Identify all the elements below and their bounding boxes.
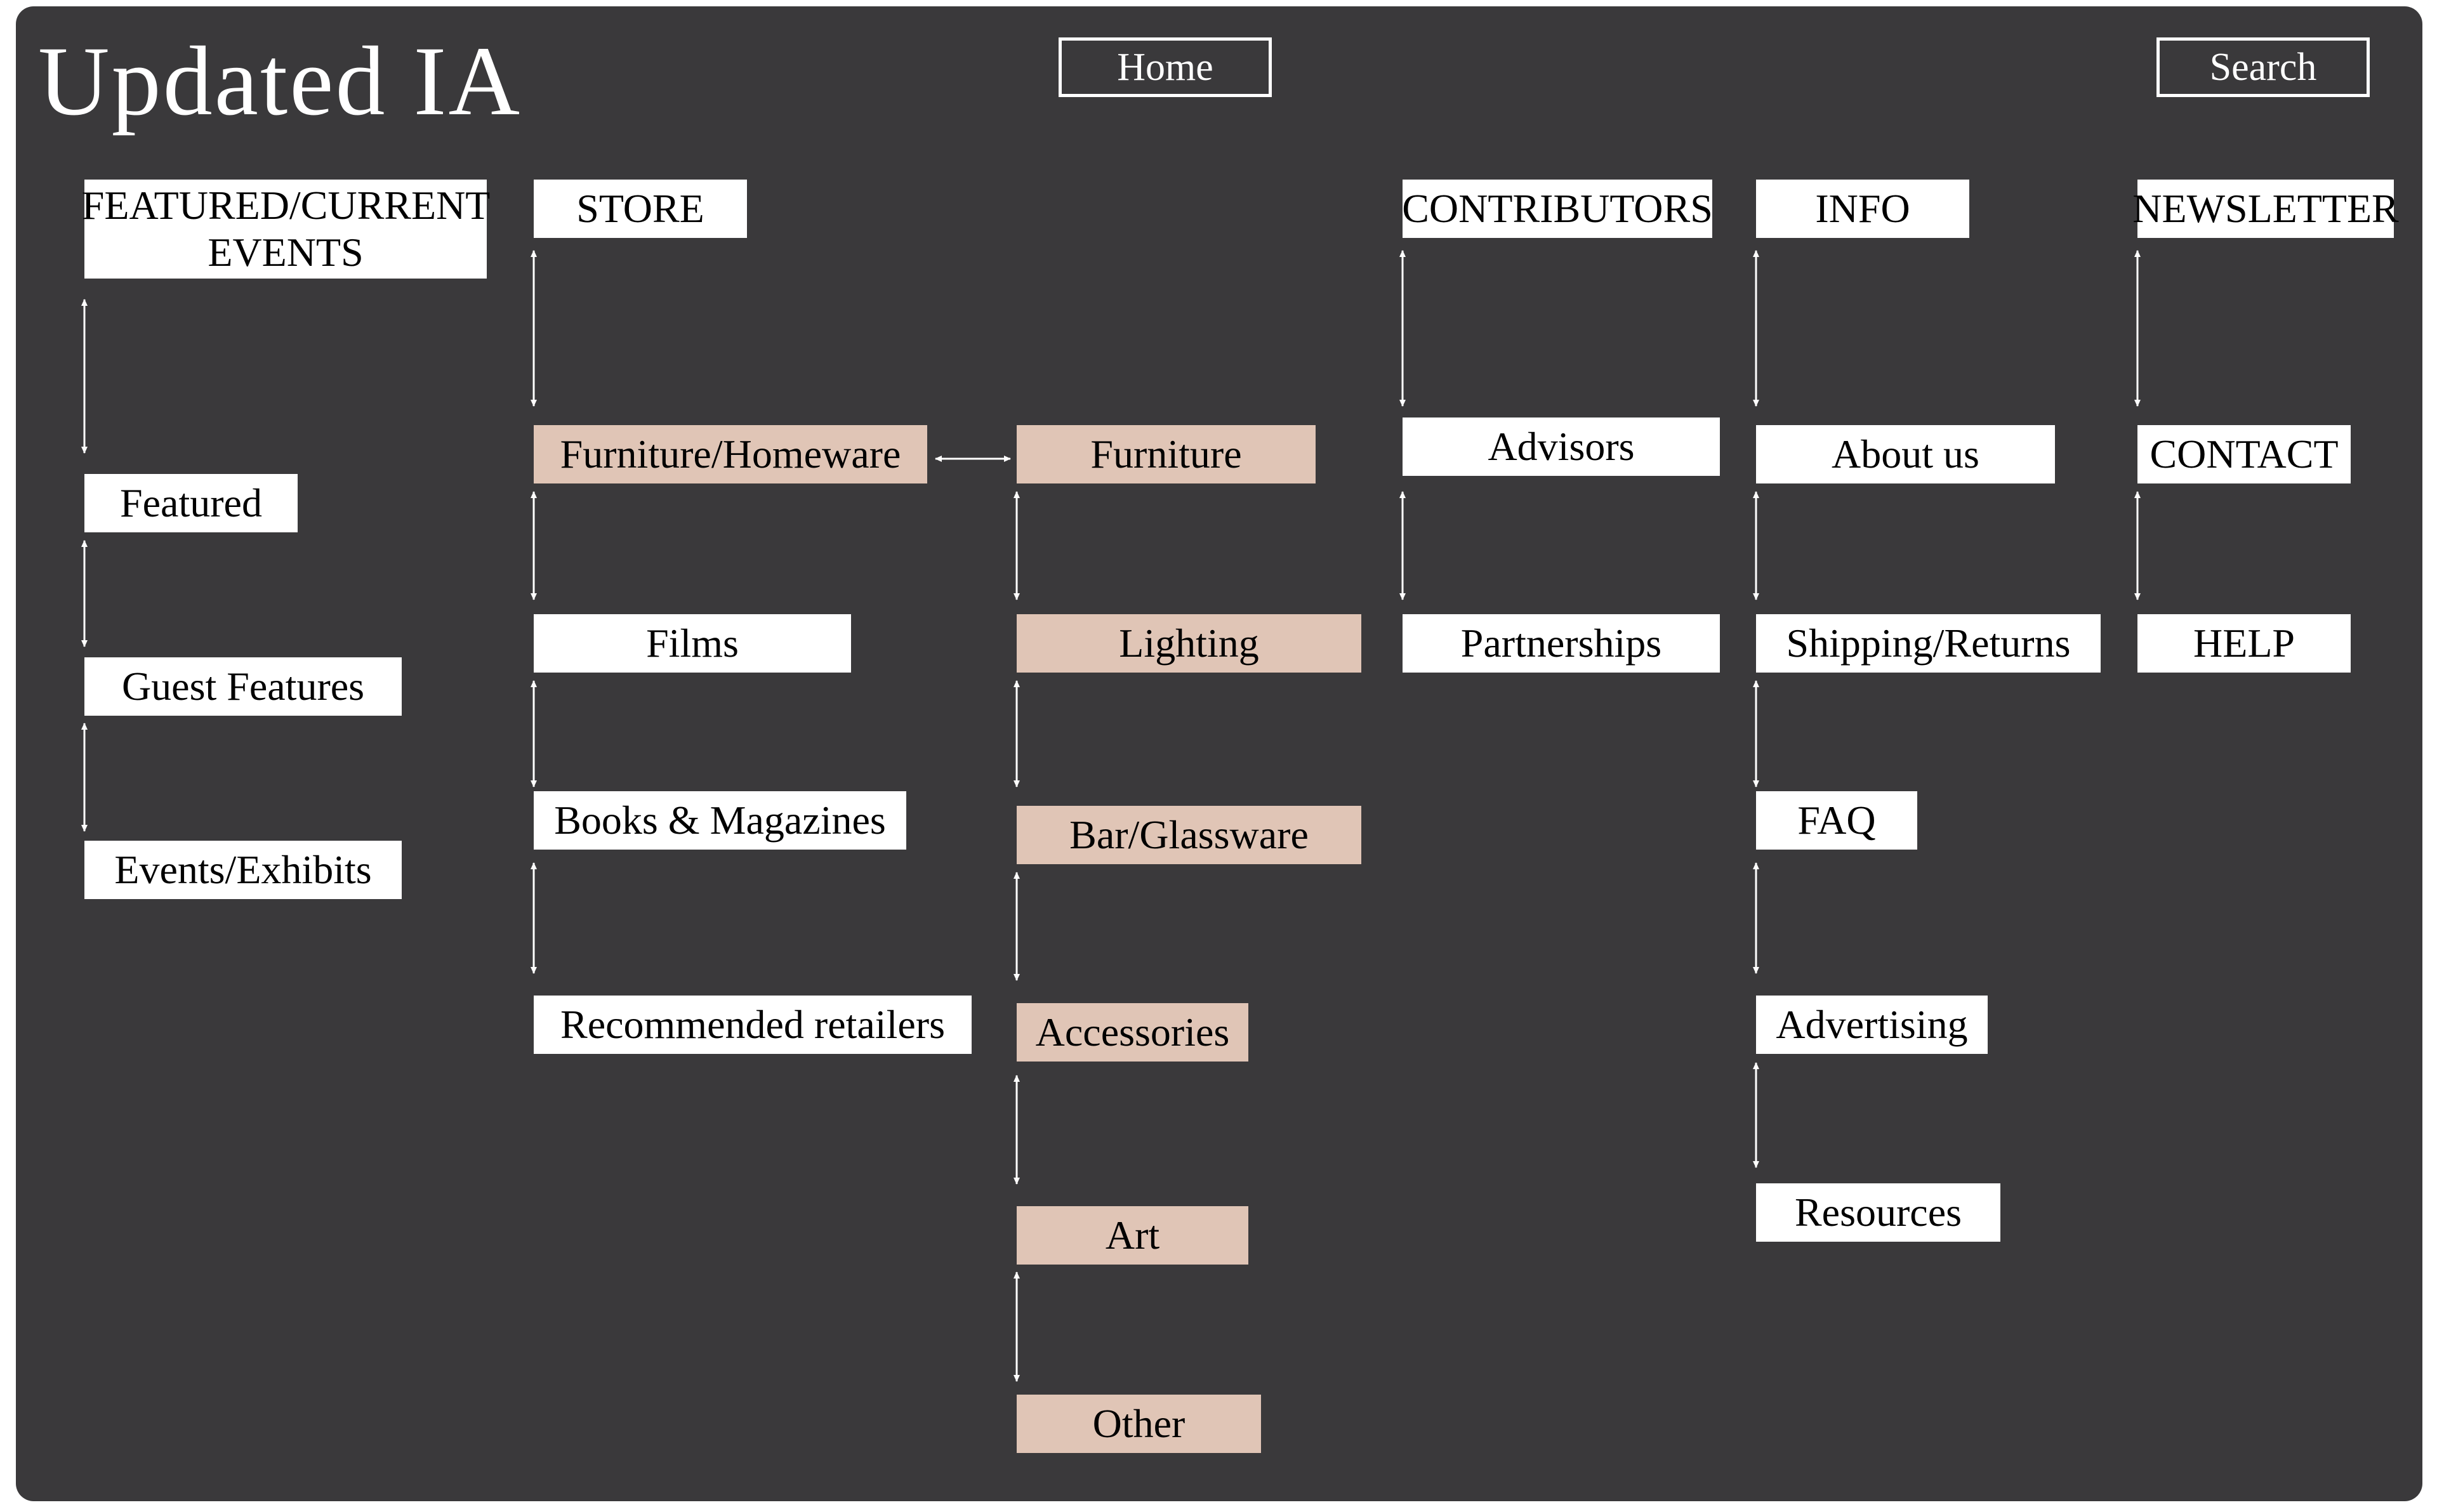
store-item-books-magazines: Books & Magazines bbox=[534, 791, 906, 850]
sub-item-other: Other bbox=[1017, 1395, 1261, 1453]
featured-item-guest-features: Guest Features bbox=[84, 657, 402, 716]
home-button[interactable]: Home bbox=[1059, 37, 1272, 97]
sub-item-art: Art bbox=[1017, 1206, 1248, 1265]
store-header: STORE bbox=[534, 180, 747, 238]
info-item-about-us: About us bbox=[1756, 425, 2055, 483]
featured-item-events-exhibits: Events/Exhibits bbox=[84, 841, 402, 899]
info-item-faq: FAQ bbox=[1756, 791, 1917, 850]
featured-header: FEATURED/CURRENT EVENTS bbox=[82, 180, 490, 279]
page-title: Updated IA bbox=[38, 26, 522, 136]
store-item-films: Films bbox=[534, 614, 851, 673]
store-item-recommended-retailers: Recommended retailers bbox=[534, 996, 972, 1054]
info-item-shipping-returns: Shipping/Returns bbox=[1756, 614, 2101, 673]
sub-item-furniture: Furniture bbox=[1017, 425, 1316, 483]
contributors-item-advisors: Advisors bbox=[1403, 417, 1720, 476]
contributors-item-partnerships: Partnerships bbox=[1403, 614, 1720, 673]
contributors-header: CONTRIBUTORS bbox=[1402, 180, 1713, 238]
info-item-resources: Resources bbox=[1756, 1183, 2000, 1242]
newsletter-item-contact: CONTACT bbox=[2137, 425, 2351, 483]
search-button[interactable]: Search bbox=[2156, 37, 2370, 97]
newsletter-header: NEWSLETTER bbox=[2132, 180, 2399, 238]
sub-item-lighting: Lighting bbox=[1017, 614, 1361, 673]
sub-item-bar-glassware: Bar/Glassware bbox=[1017, 806, 1361, 864]
newsletter-item-help: HELP bbox=[2137, 614, 2351, 673]
featured-item-featured: Featured bbox=[84, 474, 298, 532]
sub-item-accessories: Accessories bbox=[1017, 1003, 1248, 1062]
store-item-furniture-homeware: Furniture/Homeware bbox=[534, 425, 927, 483]
info-header: INFO bbox=[1756, 180, 1969, 238]
info-item-advertising: Advertising bbox=[1756, 996, 1988, 1054]
